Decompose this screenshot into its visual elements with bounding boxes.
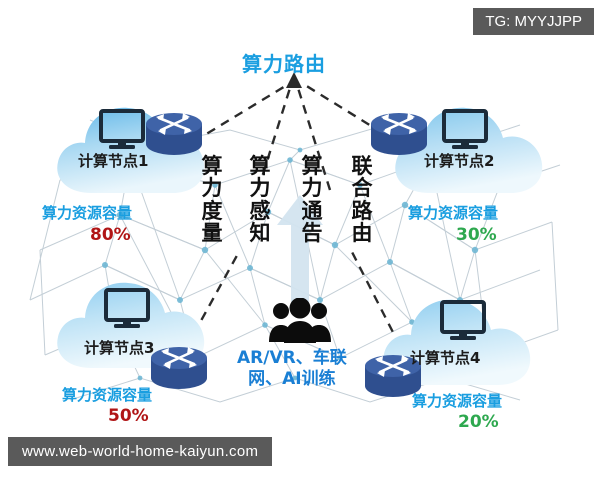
capacity-label-node2: 算力资源容量 bbox=[408, 204, 499, 222]
router-icon-node3 bbox=[151, 347, 207, 389]
capacity-label-node3: 算力资源容量 bbox=[62, 386, 153, 404]
node-label-node1: 计算节点1 bbox=[78, 152, 149, 170]
url-watermark: www.web-world-home-kaiyun.com bbox=[8, 437, 273, 466]
tg-watermark: TG: MYYJJPP bbox=[473, 8, 594, 35]
vcol-computing-power-announcement: 算力通告 bbox=[301, 154, 323, 246]
applications-label: AR/VR、车联 网、AI训练 bbox=[237, 348, 347, 391]
node-label-node3: 计算节点3 bbox=[84, 339, 155, 357]
vcol-computing-power-measurement: 算力度量 bbox=[201, 154, 223, 246]
monitor-icon-node3 bbox=[104, 288, 150, 328]
vcol-computing-power-awareness: 算力感知 bbox=[249, 154, 271, 246]
monitor-icon-node2 bbox=[442, 109, 488, 149]
diagram-title: 算力路由 bbox=[242, 52, 326, 76]
route-arrowhead bbox=[286, 72, 302, 88]
monitor-icon-node4 bbox=[440, 300, 486, 340]
router-icon-node4 bbox=[365, 355, 421, 397]
router-icon-node2 bbox=[371, 113, 427, 155]
capacity-value-node4: 20% bbox=[458, 412, 499, 432]
capacity-value-node3: 50% bbox=[108, 406, 149, 426]
router-icon-node1 bbox=[146, 113, 202, 155]
applications-line2: 网、AI训练 bbox=[248, 369, 336, 390]
monitor-icon-node1 bbox=[99, 109, 145, 149]
applications-line1: AR/VR、车联 bbox=[237, 348, 347, 368]
node-label-node2: 计算节点2 bbox=[424, 152, 495, 170]
capacity-value-node2: 30% bbox=[456, 225, 497, 245]
node-label-node4: 计算节点4 bbox=[410, 349, 481, 367]
people-group-icon bbox=[269, 298, 331, 343]
capacity-label-node4: 算力资源容量 bbox=[412, 392, 503, 410]
capacity-value-node1: 80% bbox=[90, 225, 131, 245]
vcol-joint-routing: 联合路由 bbox=[351, 154, 373, 246]
capacity-label-node1: 算力资源容量 bbox=[42, 204, 133, 222]
